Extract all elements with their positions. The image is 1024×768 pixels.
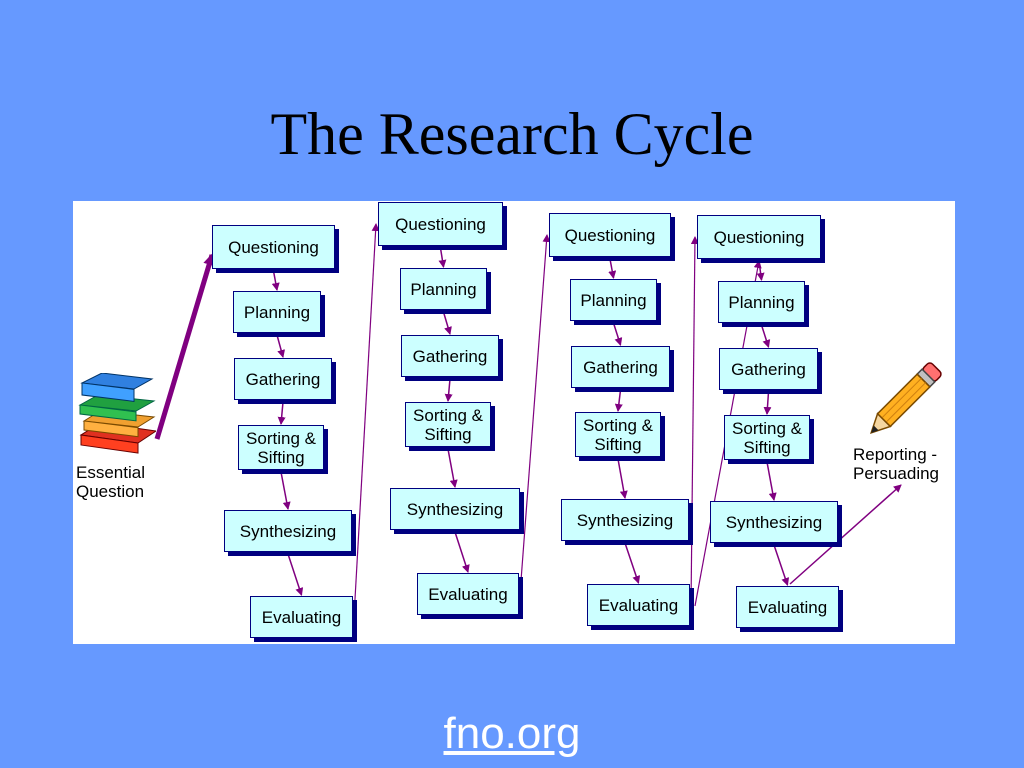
cycle-1-questioning-box: Questioning — [212, 225, 335, 269]
pencil-icon — [869, 362, 942, 435]
cycle-1-arrow-5 — [287, 553, 304, 596]
cycle-2-arrow-2 — [442, 311, 452, 335]
cycle-4-questioning-box: Questioning — [697, 215, 821, 259]
research-cycle-diagram: Essential Question Reporting - Persuadin… — [73, 201, 955, 644]
cycle-2-arrow-4 — [447, 448, 458, 488]
cycle-4-arrow-1 — [756, 260, 765, 281]
cycle-3-to-4-arrow — [690, 236, 699, 606]
cycle-2-arrow-1 — [438, 247, 447, 268]
cycle-4-evaluating-box: Evaluating — [736, 586, 839, 628]
cycle-1-planning-box: Planning — [233, 291, 321, 333]
cycle-1-to-2-arrow — [353, 223, 380, 618]
end-label: Reporting - Persuading — [853, 445, 940, 483]
cycle-4-gathering-box: Gathering — [719, 348, 818, 390]
cycle-1-synthesizing-box: Synthesizing — [224, 510, 352, 552]
cycle-2-planning-box: Planning — [400, 268, 487, 310]
cycle-1-arrow-1 — [271, 270, 280, 291]
start-arrow — [154, 253, 215, 440]
cycle-2-gathering-box: Gathering — [401, 335, 499, 377]
cycle-4-arrow-4 — [766, 461, 777, 501]
cycle-1-evaluating-box: Evaluating — [250, 596, 353, 638]
cycle-3-planning-box: Planning — [570, 279, 657, 321]
cycle-2-to-3-arrow — [519, 234, 551, 595]
cycle-1-arrow-3 — [277, 401, 286, 425]
cycle-1-gathering-box: Gathering — [234, 358, 332, 400]
cycle-2-evaluating-box: Evaluating — [417, 573, 519, 615]
cycle-3-synthesizing-box: Synthesizing — [561, 499, 689, 541]
cycle-3-evaluating-box: Evaluating — [587, 584, 690, 626]
cycle-1-arrow-4 — [280, 471, 291, 510]
cycle-2-sorting-sifting-box: Sorting & Sifting — [405, 402, 491, 447]
cycle-4-arrow-5 — [773, 544, 790, 586]
end-arrow — [789, 484, 902, 585]
cycle-4-planning-box: Planning — [718, 281, 805, 323]
cycle-3-questioning-box: Questioning — [549, 213, 671, 257]
cycle-4-sorting-sifting-box: Sorting & Sifting — [724, 415, 810, 460]
cycle-2-arrow-3 — [444, 378, 453, 402]
cycle-1-sorting-sifting-box: Sorting & Sifting — [238, 425, 324, 470]
footer-link[interactable]: fno.org — [443, 709, 581, 758]
cycle-2-synthesizing-box: Synthesizing — [390, 488, 520, 530]
page-title: The Research Cycle — [270, 101, 754, 167]
cycle-3-gathering-box: Gathering — [571, 346, 670, 388]
cycle-4-synthesizing-box: Synthesizing — [710, 501, 838, 543]
start-label: Essential Question — [76, 463, 145, 501]
cycle-3-sorting-sifting-box: Sorting & Sifting — [575, 412, 661, 457]
cycle-2-questioning-box: Questioning — [378, 202, 503, 246]
cycle-3-arrow-2 — [612, 322, 623, 346]
cycle-3-arrow-4 — [617, 458, 628, 499]
cycle-2-arrow-5 — [454, 531, 470, 573]
cycle-4-arrow-2 — [760, 324, 771, 348]
cycle-3-arrow-1 — [608, 258, 617, 279]
cycle-3-arrow-5 — [624, 542, 641, 584]
cycle-3-arrow-3 — [614, 389, 623, 412]
cycle-1-arrow-2 — [276, 334, 286, 358]
books-icon — [78, 373, 156, 454]
cycle-4-arrow-3 — [763, 391, 772, 415]
